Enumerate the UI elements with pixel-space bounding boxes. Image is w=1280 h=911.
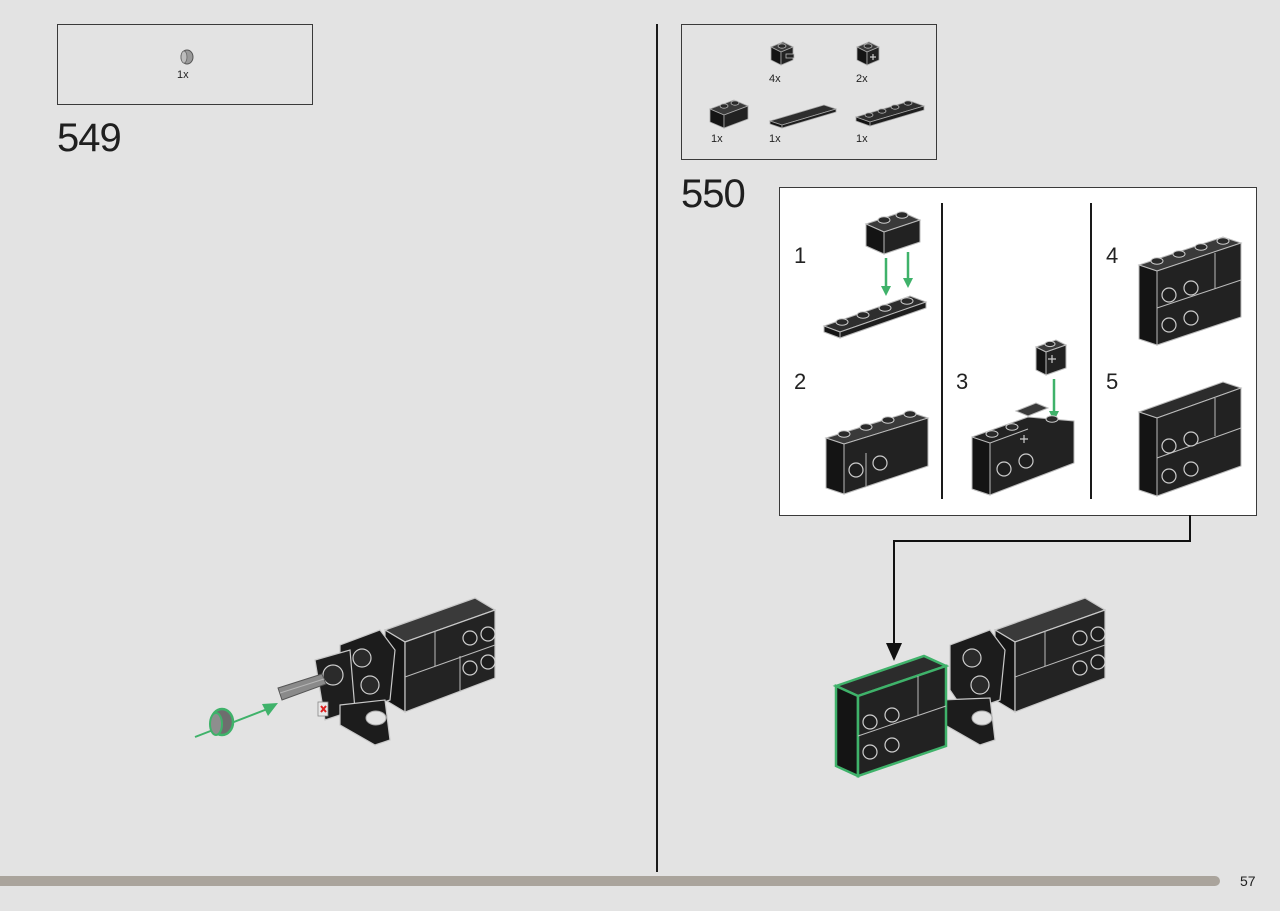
substep-4-illustration (1137, 236, 1243, 346)
substep-2-illustration (824, 410, 930, 495)
part-qty: 1x (856, 133, 868, 145)
part-qty: 2x (856, 73, 868, 85)
substep-number: 1 (794, 243, 807, 268)
substep-number: 4 (1106, 243, 1119, 268)
substep-divider (941, 203, 943, 499)
substep-number: 5 (1106, 369, 1119, 394)
brick-1x2-icon (708, 99, 750, 129)
page-divider (656, 24, 658, 872)
sub-assembly-panel: 1 2 3 4 5 (779, 187, 1257, 516)
substep-1-illustration (822, 211, 928, 339)
substep-divider (1090, 203, 1092, 499)
footer-progress-bar (0, 876, 1220, 886)
page-number: 57 (1240, 873, 1256, 889)
substep-number: 3 (956, 369, 969, 394)
step-550-model-illustration (832, 597, 1107, 778)
step-number: 550 (681, 172, 746, 216)
part-qty: 1x (769, 133, 781, 145)
substep-3-illustration (971, 339, 1075, 496)
brick-1x1-axle-hole-icon (856, 41, 880, 66)
step-number: 549 (57, 116, 122, 160)
part-qty: 4x (769, 73, 781, 85)
brick-1x1-pin-icon (770, 41, 795, 66)
tile-1x4-icon (768, 104, 838, 129)
part-qty: 1x (711, 133, 723, 145)
bush-part-icon (180, 49, 194, 65)
part-qty: 1x (177, 69, 189, 81)
substep-5-illustration (1137, 381, 1243, 497)
plate-1x4-icon (854, 100, 926, 127)
placement-arrow (886, 515, 1191, 661)
parts-callout-549: 1x (57, 24, 313, 105)
substep-number: 2 (794, 369, 807, 394)
parts-callout-550: 4x 2x 1x 1x 1x (681, 24, 937, 160)
step-549-model-illustration (194, 597, 497, 746)
